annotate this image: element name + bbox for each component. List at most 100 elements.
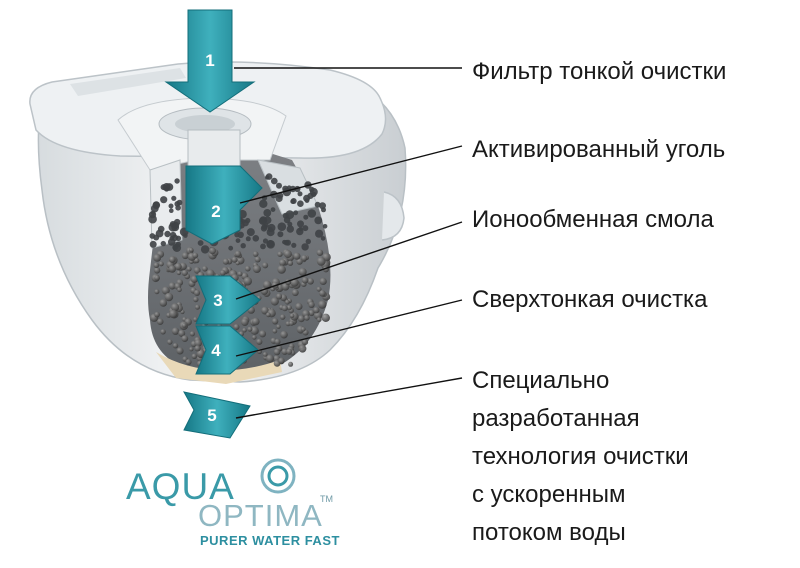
bead — [174, 263, 182, 271]
label-accelerated-flow: Специально разработанная технология очис… — [472, 362, 689, 552]
bead — [164, 292, 174, 302]
bead — [308, 301, 315, 308]
bead — [295, 302, 303, 311]
bead — [271, 318, 279, 325]
arrow-2-number: 2 — [211, 202, 220, 221]
label-ultrafine-filtration: Сверхтонкая очистка — [472, 286, 708, 313]
bead — [275, 194, 283, 203]
bead — [286, 305, 292, 311]
bead — [318, 300, 327, 309]
bead — [193, 317, 198, 322]
bead — [160, 196, 168, 204]
arrow-5-number: 5 — [207, 406, 216, 425]
bead — [160, 329, 166, 335]
bead — [303, 194, 311, 202]
bead — [172, 244, 178, 251]
bead — [320, 236, 326, 241]
leader-line-5 — [235, 377, 463, 419]
bead — [314, 216, 323, 225]
bead — [252, 251, 259, 257]
bead — [169, 309, 178, 319]
bead — [159, 299, 168, 307]
aqua-optima-swirl-icon — [260, 458, 296, 494]
bead — [193, 289, 201, 296]
bead — [287, 221, 293, 227]
bead — [307, 278, 314, 285]
bead — [164, 230, 171, 238]
bead — [298, 268, 307, 276]
bead — [194, 258, 200, 264]
bead — [185, 359, 192, 365]
label-activated-carbon: Активированный уголь — [472, 136, 726, 163]
bead — [149, 240, 157, 248]
bead — [161, 286, 170, 295]
bead — [293, 210, 299, 216]
bead — [262, 238, 269, 244]
bead — [189, 247, 194, 253]
bead — [265, 173, 273, 180]
bead — [176, 199, 183, 206]
bead — [243, 276, 252, 286]
bead — [183, 233, 188, 238]
bead — [245, 265, 251, 272]
bead — [193, 267, 201, 274]
leader-line-3 — [235, 221, 463, 300]
bead — [209, 247, 216, 255]
bead — [219, 270, 226, 276]
bead — [291, 289, 299, 297]
bead — [266, 240, 274, 247]
bead — [281, 348, 288, 355]
bead — [194, 339, 202, 348]
bead — [195, 304, 200, 310]
bead — [270, 207, 276, 213]
bead — [309, 187, 318, 196]
bead — [282, 239, 287, 245]
bead — [148, 214, 157, 224]
label-5-line: разработанная — [472, 405, 640, 432]
bead — [274, 338, 281, 345]
arrow-3-number: 3 — [213, 291, 222, 310]
bead — [298, 226, 303, 232]
bead — [189, 347, 194, 352]
bead — [272, 328, 278, 334]
label-5-line: с ускоренным — [472, 481, 626, 508]
logo-word-aqua: AQUA — [126, 466, 235, 507]
label-5-line: технология очистки — [472, 443, 689, 470]
arrow-3: 3 — [195, 275, 261, 325]
bead — [277, 222, 287, 231]
bead — [228, 245, 234, 251]
bead — [155, 229, 164, 238]
bead — [291, 242, 297, 248]
bead — [156, 318, 164, 326]
bead — [263, 280, 272, 289]
bead — [293, 252, 301, 260]
bead — [288, 320, 294, 326]
bead — [290, 198, 297, 204]
bead — [153, 262, 160, 269]
bead — [316, 249, 324, 256]
bead — [169, 256, 176, 263]
bead — [167, 238, 176, 246]
bead — [168, 282, 176, 290]
bead — [165, 183, 174, 191]
bead — [241, 318, 249, 327]
bead — [237, 231, 244, 238]
bead — [296, 258, 303, 265]
bead — [160, 240, 166, 247]
bead — [200, 245, 210, 254]
bead — [247, 326, 253, 332]
bead — [302, 225, 309, 232]
bead — [233, 324, 240, 330]
bead — [262, 352, 268, 357]
bead — [222, 258, 229, 265]
bead — [240, 243, 246, 249]
bead — [171, 303, 180, 312]
bead — [158, 261, 164, 267]
bead — [270, 297, 279, 306]
bead — [285, 299, 290, 305]
bead — [168, 265, 176, 273]
bead — [245, 236, 251, 242]
bead — [154, 275, 160, 281]
bead — [285, 210, 295, 220]
